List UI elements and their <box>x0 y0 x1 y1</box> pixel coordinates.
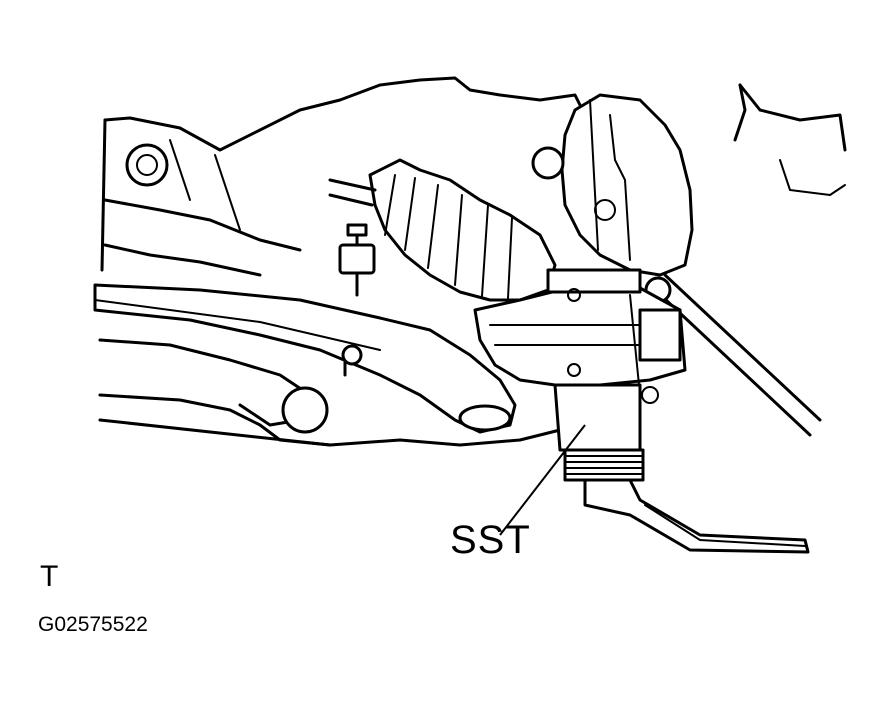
stabilizer-link <box>338 223 376 297</box>
knuckle-caliper <box>531 93 694 277</box>
view-code-label: T <box>40 560 59 593</box>
underbody-outline <box>100 76 847 272</box>
mounting-bolt <box>125 143 169 187</box>
arm-bracket <box>98 338 562 447</box>
sst-tool <box>473 268 810 554</box>
sst-leader-line <box>499 424 586 536</box>
lower-arm <box>93 283 517 434</box>
figure-id-label: G02575522 <box>38 613 148 636</box>
sst-label: SST <box>450 518 531 562</box>
subframe <box>103 139 302 277</box>
